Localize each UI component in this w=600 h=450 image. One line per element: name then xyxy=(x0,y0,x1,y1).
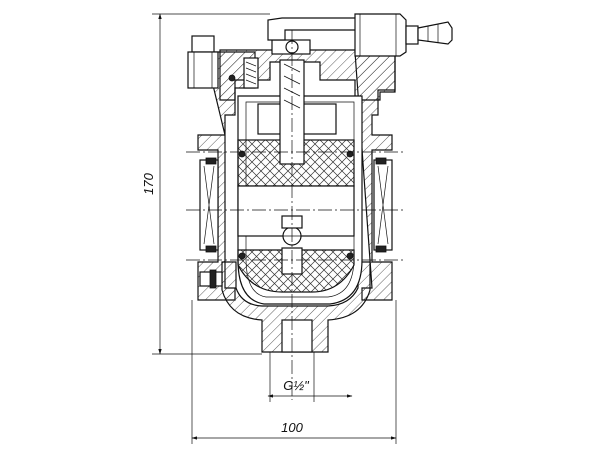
width-dimension xyxy=(191,300,397,444)
center-lines xyxy=(186,30,404,400)
width-dimension-label: 100 xyxy=(281,420,303,435)
thread-dimension-label: G½" xyxy=(283,378,310,393)
spring xyxy=(243,57,259,89)
height-dimension-label: 170 xyxy=(141,172,156,194)
sight-glass-left xyxy=(199,157,219,253)
thread-dimension xyxy=(267,352,353,402)
gaskets xyxy=(228,74,354,260)
float xyxy=(237,139,355,293)
drain-plug xyxy=(199,269,223,289)
sight-glass-right xyxy=(373,157,393,253)
height-dimension xyxy=(152,13,270,355)
top-left-plug xyxy=(187,35,219,89)
outlet-pipe xyxy=(267,13,453,57)
